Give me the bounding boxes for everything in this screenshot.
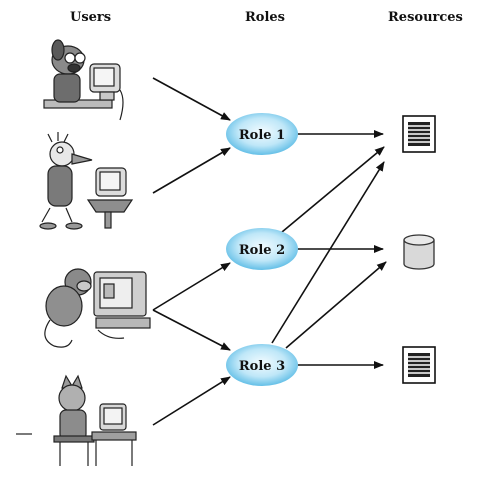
arrow-role3-res1 [271, 161, 385, 344]
role-3: Role 3 [226, 344, 298, 386]
resources-header: Resources [388, 10, 463, 25]
bird-at-computer-icon [39, 132, 134, 230]
arrow-user3-role2 [152, 262, 231, 311]
monkey-at-computer-icon [44, 268, 151, 348]
arrow-role2-res1 [281, 146, 385, 233]
arrow-role3-res2 [285, 261, 387, 349]
arrow-user3-role3 [152, 309, 231, 351]
role-3-label: Role 3 [239, 359, 285, 374]
role-1: Role 1 [226, 113, 298, 155]
cat-at-computer-icon [16, 374, 137, 466]
users-header: Users [70, 10, 112, 25]
role-2: Role 2 [226, 228, 298, 270]
document-icon [402, 115, 436, 153]
user-role-arrows [152, 77, 231, 426]
roles-header: Roles [245, 10, 286, 25]
role-1-label: Role 1 [239, 128, 285, 143]
arrow-user1-role1 [152, 77, 231, 121]
arrow-user4-role3 [152, 376, 231, 426]
document-icon [402, 346, 436, 384]
dog-at-computer-icon [43, 39, 124, 121]
database-icon [403, 234, 435, 270]
arrow-user2-role1 [152, 147, 231, 194]
role-2-label: Role 2 [239, 243, 285, 258]
role-resource-arrows [271, 130, 387, 369]
